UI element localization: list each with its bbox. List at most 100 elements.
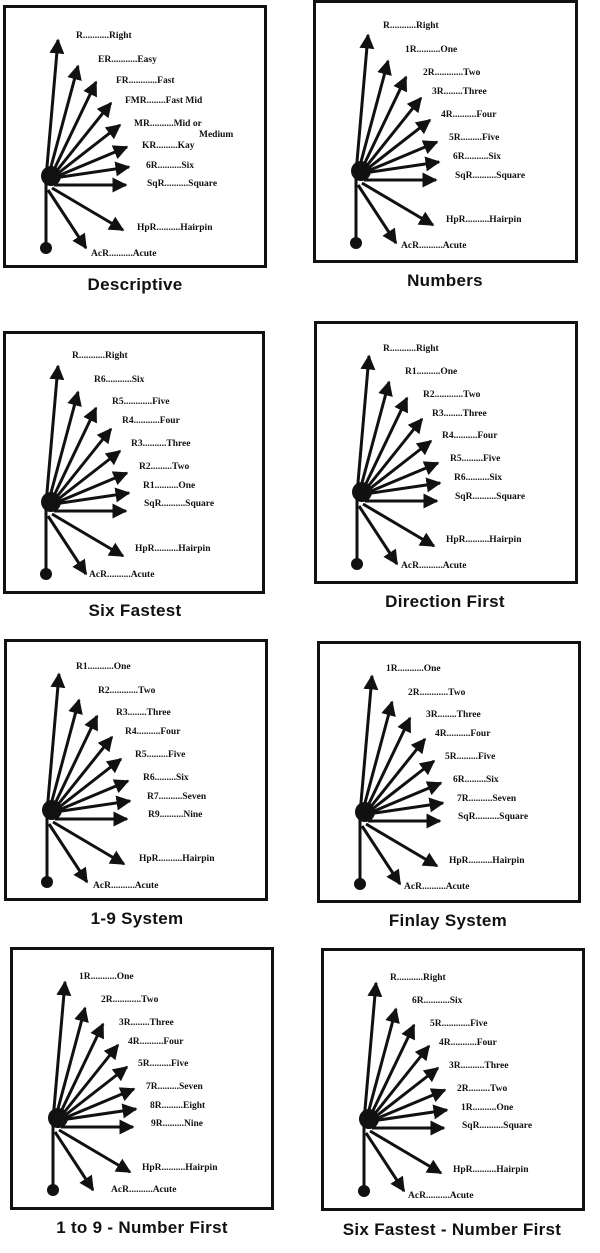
- label-four: 4R..........Four: [441, 110, 497, 120]
- label-one: 1R...........One: [386, 664, 441, 674]
- label-four: 4R...........Four: [439, 1038, 497, 1048]
- label-square: SqR..........Square: [144, 499, 215, 509]
- label-right: R...........Right: [72, 351, 128, 361]
- label-two: 2R.........Two: [457, 1084, 508, 1094]
- label-three: 3R........Three: [432, 87, 487, 97]
- diagram-title-1-9-system: 1-9 System: [90, 909, 184, 928]
- label-right: R...........Right: [390, 973, 446, 983]
- label-acute: AcR..........Acute: [408, 1191, 474, 1201]
- label-hairpin: HpR..........Hairpin: [135, 544, 211, 554]
- label-five: 5R............Five: [430, 1019, 488, 1029]
- label-one: 1R..........One: [405, 45, 458, 55]
- label-six: R6.........Six: [143, 773, 189, 783]
- label-two: 2R............Two: [408, 688, 466, 698]
- label-acute: AcR..........Acute: [91, 249, 157, 259]
- label-six: R6..........Six: [454, 473, 503, 483]
- label-one: R1...........One: [76, 662, 131, 672]
- label-seven: 7R..........Seven: [457, 794, 517, 804]
- label-two: R2............Two: [423, 390, 481, 400]
- label-square: SqR..........Square: [147, 179, 218, 189]
- label-easy: ER...........Easy: [98, 55, 157, 65]
- diagram-title-direction-first: Direction First: [385, 592, 505, 611]
- label-five: R5.........Five: [450, 454, 501, 464]
- label-hairpin: HpR..........Hairpin: [137, 223, 213, 233]
- label-acute: AcR..........Acute: [401, 241, 467, 251]
- label-two: 2R............Two: [101, 995, 159, 1005]
- label-six: 6R.........Six: [453, 775, 499, 785]
- label-hairpin: HpR..........Hairpin: [446, 535, 522, 545]
- label-six: 6R...........Six: [412, 996, 463, 1006]
- arrow-fan-icon: [324, 951, 580, 1207]
- label-one: R1..........One: [405, 367, 458, 377]
- label-seven: 7R.........Seven: [146, 1082, 203, 1092]
- label-three: R3........Three: [432, 409, 487, 419]
- label-four: 4R..........Four: [128, 1037, 184, 1047]
- label-square: SqR..........Square: [455, 171, 526, 181]
- diagram-title-numbers: Numbers: [407, 271, 483, 290]
- diagram-panel-direction-first: R...........Right R1..........One R2....…: [314, 321, 578, 584]
- label-fast-mid: FMR........Fast Mid: [125, 96, 203, 106]
- label-two: 2R............Two: [423, 68, 481, 78]
- label-fast: FR............Fast: [116, 76, 175, 86]
- label-hairpin: HpR..........Hairpin: [449, 856, 525, 866]
- label-three: 3R........Three: [119, 1018, 174, 1028]
- label-one: R1..........One: [143, 481, 196, 491]
- label-square: SqR..........Square: [458, 812, 529, 822]
- label-kay: KR.........Kay: [142, 141, 195, 151]
- diagram-title-six-fastest: Six Fastest: [88, 601, 182, 620]
- label-square: SqR..........Square: [462, 1121, 533, 1131]
- diagram-panel-six-fastest-number-first: R...........Right 6R...........Six 5R...…: [321, 948, 585, 1211]
- label-five: 5R.........Five: [445, 752, 496, 762]
- label-acute: AcR..........Acute: [89, 570, 155, 580]
- label-square: SqR..........Square: [455, 492, 526, 502]
- label-three: R3........Three: [116, 708, 171, 718]
- label-hairpin: HpR..........Hairpin: [453, 1165, 529, 1175]
- label-two: R2.........Two: [139, 462, 190, 472]
- diagram-panel-finlay-system: 1R...........One 2R............Two 3R...…: [317, 641, 581, 903]
- diagram-panel-six-fastest: R...........Right R6...........Six R5...…: [3, 331, 265, 594]
- label-seven: R7..........Seven: [147, 792, 207, 802]
- label-six: 6R..........Six: [453, 152, 502, 162]
- label-five: 5R.........Five: [138, 1059, 189, 1069]
- diagram-title-six-fastest-number-first: Six Fastest - Number First: [342, 1220, 562, 1239]
- label-eight: 8R.........Eight: [150, 1101, 206, 1111]
- label-medium: Medium: [199, 130, 234, 140]
- label-six: 6R..........Six: [146, 161, 195, 171]
- label-five: 5R.........Five: [449, 133, 500, 143]
- label-six: R6...........Six: [94, 375, 145, 385]
- label-three: R3..........Three: [131, 439, 191, 449]
- diagram-panel-1-9-system: R1...........One R2............Two R3...…: [4, 639, 268, 901]
- label-right: R...........Right: [383, 21, 439, 31]
- arrow-fan-icon: [13, 950, 269, 1206]
- label-right: R...........Right: [383, 344, 439, 354]
- label-one: 1R...........One: [79, 972, 134, 982]
- label-two: R2............Two: [98, 686, 156, 696]
- label-mid: MR..........Mid or: [134, 119, 202, 129]
- label-nine: 9R.........Nine: [151, 1119, 203, 1129]
- label-four: R4...........Four: [122, 416, 180, 426]
- arrow-fan-icon: [6, 334, 262, 590]
- diagram-title-descriptive: Descriptive: [87, 275, 183, 294]
- arrow-fan-icon: [316, 3, 572, 259]
- arrow-fan-icon: [320, 644, 576, 900]
- diagram-panel-numbers: R...........Right 1R..........One 2R....…: [313, 0, 578, 263]
- label-four: 4R..........Four: [435, 729, 491, 739]
- label-nine: R9..........Nine: [148, 810, 203, 820]
- diagram-panel-descriptive: R...........Right ER...........Easy FR..…: [3, 5, 267, 268]
- label-five: R5.........Five: [135, 750, 186, 760]
- label-hairpin: HpR..........Hairpin: [446, 215, 522, 225]
- label-hairpin: HpR..........Hairpin: [142, 1163, 218, 1173]
- label-acute: AcR..........Acute: [401, 561, 467, 571]
- label-five: R5............Five: [112, 397, 170, 407]
- arrow-fan-icon: [317, 324, 573, 580]
- label-four: R4..........Four: [442, 431, 498, 441]
- label-acute: AcR..........Acute: [93, 881, 159, 891]
- label-one: 1R..........One: [461, 1103, 514, 1113]
- label-four: R4..........Four: [125, 727, 181, 737]
- label-three: 3R..........Three: [449, 1061, 509, 1071]
- label-three: 3R........Three: [426, 710, 481, 720]
- label-hairpin: HpR..........Hairpin: [139, 854, 215, 864]
- diagram-title-1-to-9-number-first: 1 to 9 - Number First: [56, 1218, 228, 1237]
- label-acute: AcR..........Acute: [111, 1185, 177, 1195]
- diagram-title-finlay-system: Finlay System: [388, 911, 508, 930]
